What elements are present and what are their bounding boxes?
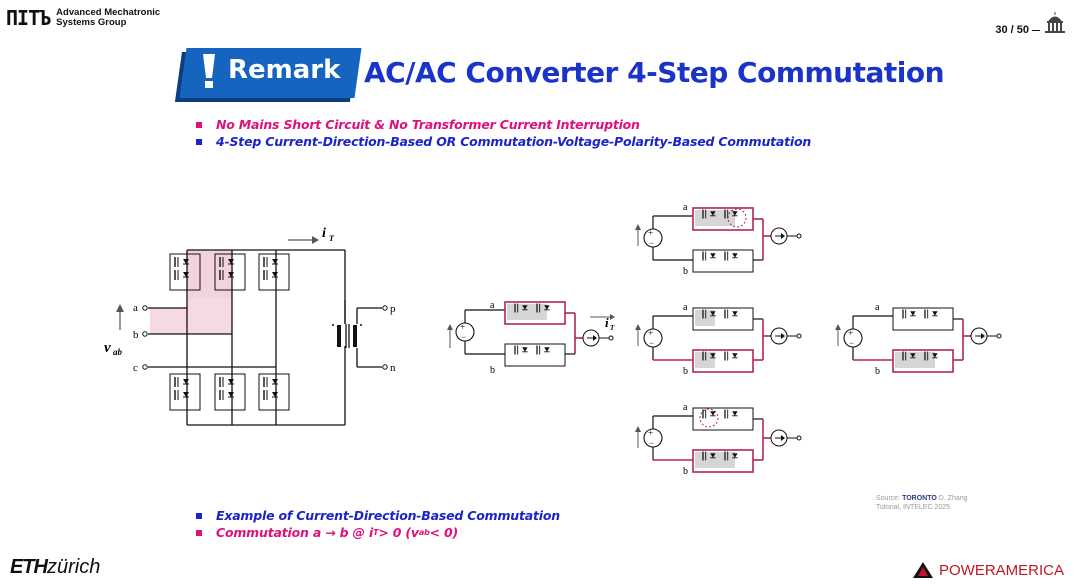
eth-logo: ETHzürich [10, 556, 100, 579]
node-b-label: b [683, 266, 688, 277]
commutation-step-1: +− a b [635, 202, 802, 277]
page-title: AC/AC Converter 4-Step Commutation [364, 56, 945, 89]
it-sub: T [329, 234, 335, 243]
matrix-converter-diagram: i T v ab a b c p n [104, 226, 396, 426]
commutation-step-4: +− a b [835, 302, 1002, 377]
poweramerica-logo: POWERAMERICA [912, 561, 1064, 579]
svg-text:+: + [648, 328, 653, 338]
it-label-small: i [605, 315, 609, 330]
page-number-text: 30 / 50 [995, 24, 1029, 36]
ams-logo-icon: ПІТЪ [6, 6, 51, 30]
bullet-top-1: No Mains Short Circuit & No Transformer … [196, 117, 640, 132]
phase-b-label: b [133, 329, 139, 341]
eth-logo-rest: zürich [47, 556, 101, 578]
node-a-label: a [683, 302, 688, 313]
eth-logo-bold: ETH [10, 556, 48, 578]
node-b-label: b [490, 365, 495, 376]
svg-text:−: − [649, 438, 654, 448]
vab-sub: ab [113, 347, 123, 357]
vab-label: v [104, 340, 111, 356]
group-name: Advanced Mechatronic Systems Group [56, 8, 160, 28]
source-prefix: Source: [876, 495, 901, 502]
it-label: i [322, 226, 326, 241]
bullet-sub-2: ab [418, 528, 430, 537]
source-line2: Tutorial, INTELEC 2025 [876, 504, 951, 511]
group-name-line2: Systems Group [56, 17, 127, 28]
phase-a-label: a [133, 302, 138, 314]
it-sub-small: T [610, 324, 615, 332]
node-a-label: a [683, 202, 688, 213]
source-author: D. Zhang [938, 495, 968, 502]
node-b-label: b [683, 466, 688, 477]
bullet-square [196, 138, 202, 145]
phase-c-label: c [133, 362, 138, 374]
svg-text:−: − [461, 332, 466, 342]
node-a-label: a [683, 402, 688, 413]
svg-text:+: + [648, 228, 653, 238]
remark-label: Remark [228, 55, 341, 85]
bullet-text: No Mains Short Circuit & No Transformer … [216, 117, 640, 132]
bullet-text-2: > 0 (v [378, 525, 419, 540]
output-p-label: p [390, 303, 396, 315]
svg-text:−: − [649, 238, 654, 248]
university-name: TORONTO [902, 495, 937, 502]
svg-text:−: − [849, 338, 854, 348]
svg-text:+: + [460, 322, 465, 332]
bullet-bottom-1: Example of Current-Direction-Based Commu… [196, 508, 560, 523]
bullet-square [196, 512, 202, 519]
commutation-step-0: +− i T a b [447, 300, 615, 376]
group-logo: ПІТЪ Advanced Mechatronic Systems Group [6, 6, 160, 30]
group-name-line1: Advanced Mechatronic [56, 7, 161, 18]
source-credit: Source: TORONTO D. Zhang Tutorial, INTEL… [876, 494, 968, 512]
svg-text:+: + [648, 428, 653, 438]
node-b-label: b [683, 366, 688, 377]
node-a-label: a [490, 300, 495, 311]
page-number: 30 / 50 [995, 24, 1040, 36]
bullet-text: 4-Step Current-Direction-Based OR Commut… [216, 134, 812, 149]
exclamation-icon [203, 54, 215, 88]
bullet-text-3: < 0) [429, 525, 459, 540]
bullet-sub-1: T [373, 528, 379, 537]
bullet-square [196, 121, 202, 128]
node-a-label: a [875, 302, 880, 313]
bullet-top-2: 4-Step Current-Direction-Based OR Commut… [196, 134, 811, 149]
commutation-step-3: +− a b [635, 402, 802, 477]
commutation-step-2: +− a b [635, 302, 802, 377]
poweramerica-america: AMERICA [995, 561, 1064, 579]
building-icon [1045, 12, 1065, 33]
poweramerica-triangle-icon [912, 562, 933, 578]
svg-text:−: − [649, 338, 654, 348]
poweramerica-power: POWER [938, 561, 996, 579]
node-b-label: b [875, 366, 880, 377]
bullet-square [196, 529, 202, 536]
bullet-text: Example of Current-Direction-Based Commu… [216, 508, 560, 523]
output-n-label: n [390, 362, 396, 374]
svg-text:+: + [848, 328, 853, 338]
bullet-text: Commutation a → b @ i [216, 525, 374, 540]
